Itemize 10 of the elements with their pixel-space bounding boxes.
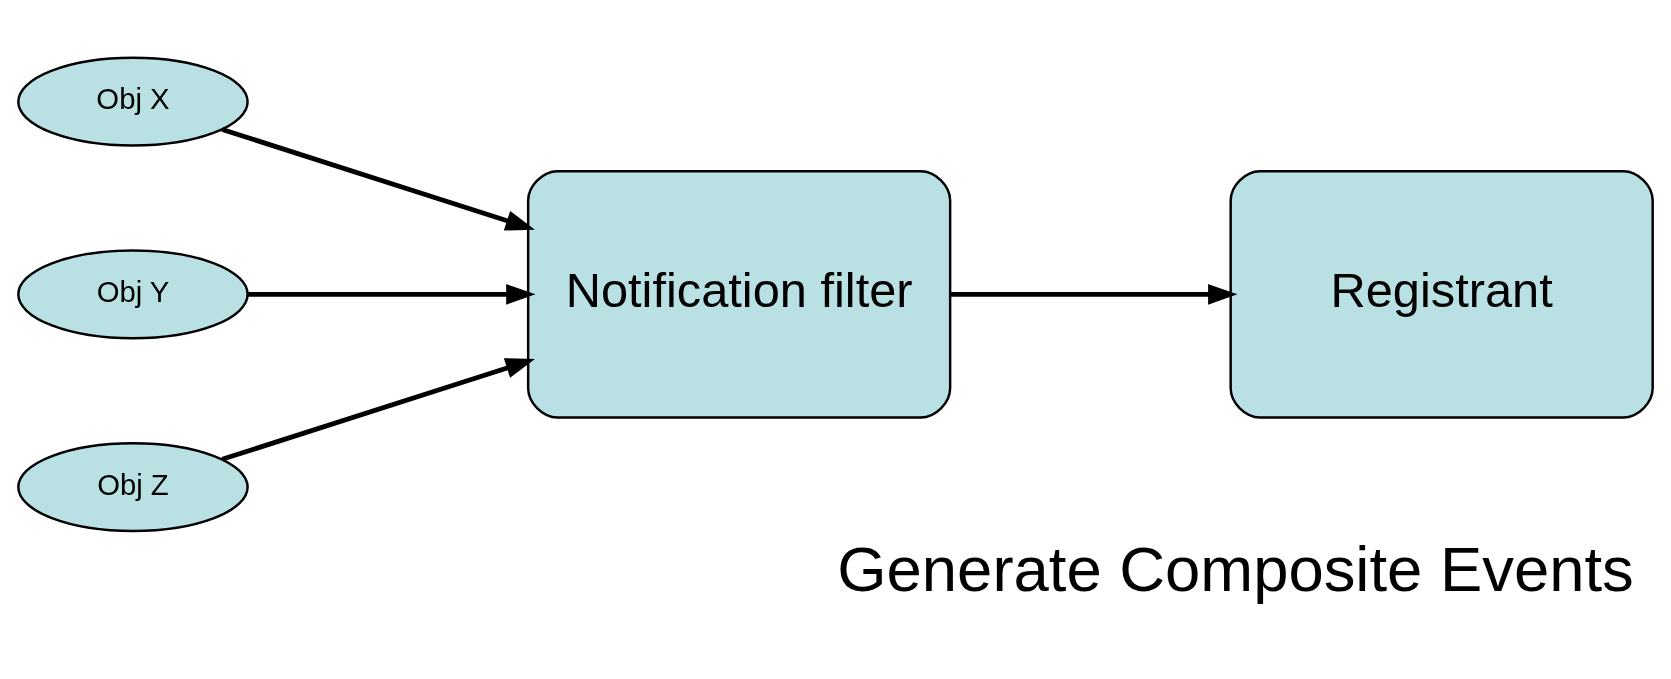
arrow: [950, 284, 1238, 305]
caption: Generate Composite Events: [837, 534, 1634, 605]
arrow: [247, 284, 536, 305]
arrow: [221, 358, 535, 462]
node-ellipse: Obj Y: [17, 249, 249, 340]
node-box: Notification filter: [526, 169, 952, 419]
arrow: [221, 127, 535, 231]
node-ellipse: Obj X: [17, 56, 249, 147]
node-ellipse: Obj Z: [17, 441, 249, 533]
node-box: Registrant: [1229, 169, 1654, 419]
